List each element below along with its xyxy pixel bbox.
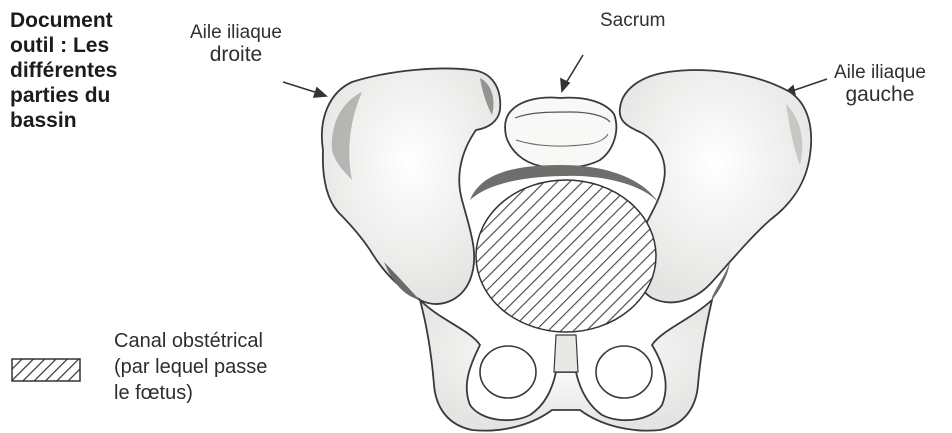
- obturator-foramen-right: [480, 346, 536, 398]
- pubic-symphysis: [554, 335, 578, 372]
- legend-description: Canal obstétrical (par lequel passe le f…: [114, 328, 267, 406]
- arrow-aile-droite: [283, 82, 326, 97]
- arrow-sacrum: [561, 55, 583, 91]
- sacrum-bone: [505, 98, 616, 168]
- legend-line-3: le fœtus): [114, 380, 267, 406]
- obturator-foramen-left: [596, 346, 652, 398]
- legend-hatch-swatch: [11, 358, 81, 382]
- legend-line-2: (par lequel passe: [114, 354, 267, 380]
- canal-obstetrical-area: [476, 180, 656, 332]
- legend-line-1: Canal obstétrical: [114, 328, 267, 354]
- aile-iliaque-droite-bone: [322, 69, 500, 304]
